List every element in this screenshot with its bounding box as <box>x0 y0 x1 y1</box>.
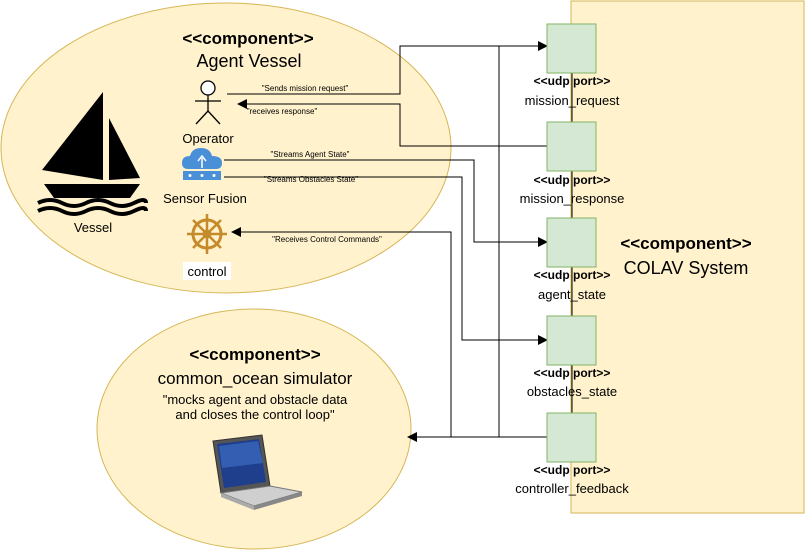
streams-obstacles-state-label: "Streams Obstacles State" <box>264 175 358 184</box>
port-obstacles-state: <<udp port>> obstacles_state <box>527 315 617 399</box>
port-stereotype: <<udp port>> <box>534 366 611 380</box>
cloud-network-icon <box>182 148 222 180</box>
port-mission-request: <<udp port>> mission_request <box>525 23 620 108</box>
simulator-note-line2: and closes the control loop" <box>175 407 335 422</box>
port-controller-feedback: <<udp port>> controller_feedback <box>515 412 629 496</box>
port-name: mission_request <box>525 93 620 108</box>
sends-mission-request-label: "Sends mission request" <box>262 84 349 93</box>
control-command-connector <box>231 227 452 437</box>
port-controller-feedback-box <box>546 412 597 463</box>
port-agent-state: <<udp port>> agent_state <box>534 217 611 302</box>
simulator-component <box>96 308 412 550</box>
laptop-icon <box>212 434 303 510</box>
mission-request-connector <box>227 41 548 95</box>
operator-label: Operator <box>182 131 234 146</box>
obstacles-state-connector <box>224 176 548 345</box>
simulator-title: common_ocean simulator <box>158 369 353 388</box>
port-stereotype: <<udp port>> <box>534 463 611 477</box>
port-stereotype: <<udp port>> <box>534 74 611 88</box>
simulator-note-line1: "mocks agent and obstacle data <box>163 392 348 407</box>
mission-response-connector <box>237 99 547 147</box>
colav-system-component <box>570 0 805 514</box>
ship-wheel-icon <box>187 214 227 254</box>
receives-response-label: "receives response" <box>247 107 318 116</box>
simulator-stereotype: <<component>> <box>189 345 320 364</box>
streams-agent-state-label: "Streams Agent State" <box>270 150 349 159</box>
sensor-fusion-label: Sensor Fusion <box>163 191 247 206</box>
port-name: controller_feedback <box>515 481 629 496</box>
port-name: agent_state <box>538 287 606 302</box>
colav-stereotype: <<component>> <box>620 234 751 253</box>
port-stereotype: <<udp port>> <box>534 173 611 187</box>
port-stereotype: <<udp port>> <box>534 268 611 282</box>
port-agent-state-box <box>546 217 597 268</box>
sailboat-icon <box>37 92 148 216</box>
agent-vessel-component <box>0 2 452 294</box>
agent-state-connector <box>224 159 548 247</box>
colav-title: COLAV System <box>624 258 749 278</box>
agent-stereotype: <<component>> <box>182 29 313 48</box>
agent-title: Agent Vessel <box>196 51 301 71</box>
actor-stick-figure-icon <box>195 80 221 125</box>
port-name: mission_response <box>520 191 625 206</box>
control-label: control <box>187 264 226 279</box>
control-label-bg <box>183 262 231 280</box>
port-name: obstacles_state <box>527 384 617 399</box>
port-obstacles-state-box <box>546 315 597 366</box>
port-mission-response-box <box>546 121 597 172</box>
vessel-label: Vessel <box>74 220 112 235</box>
port-mission-response: <<udp port>> mission_response <box>520 121 625 206</box>
port-mission-request-box <box>546 23 597 74</box>
receives-control-commands-label: "Receives Control Commands" <box>272 235 382 244</box>
